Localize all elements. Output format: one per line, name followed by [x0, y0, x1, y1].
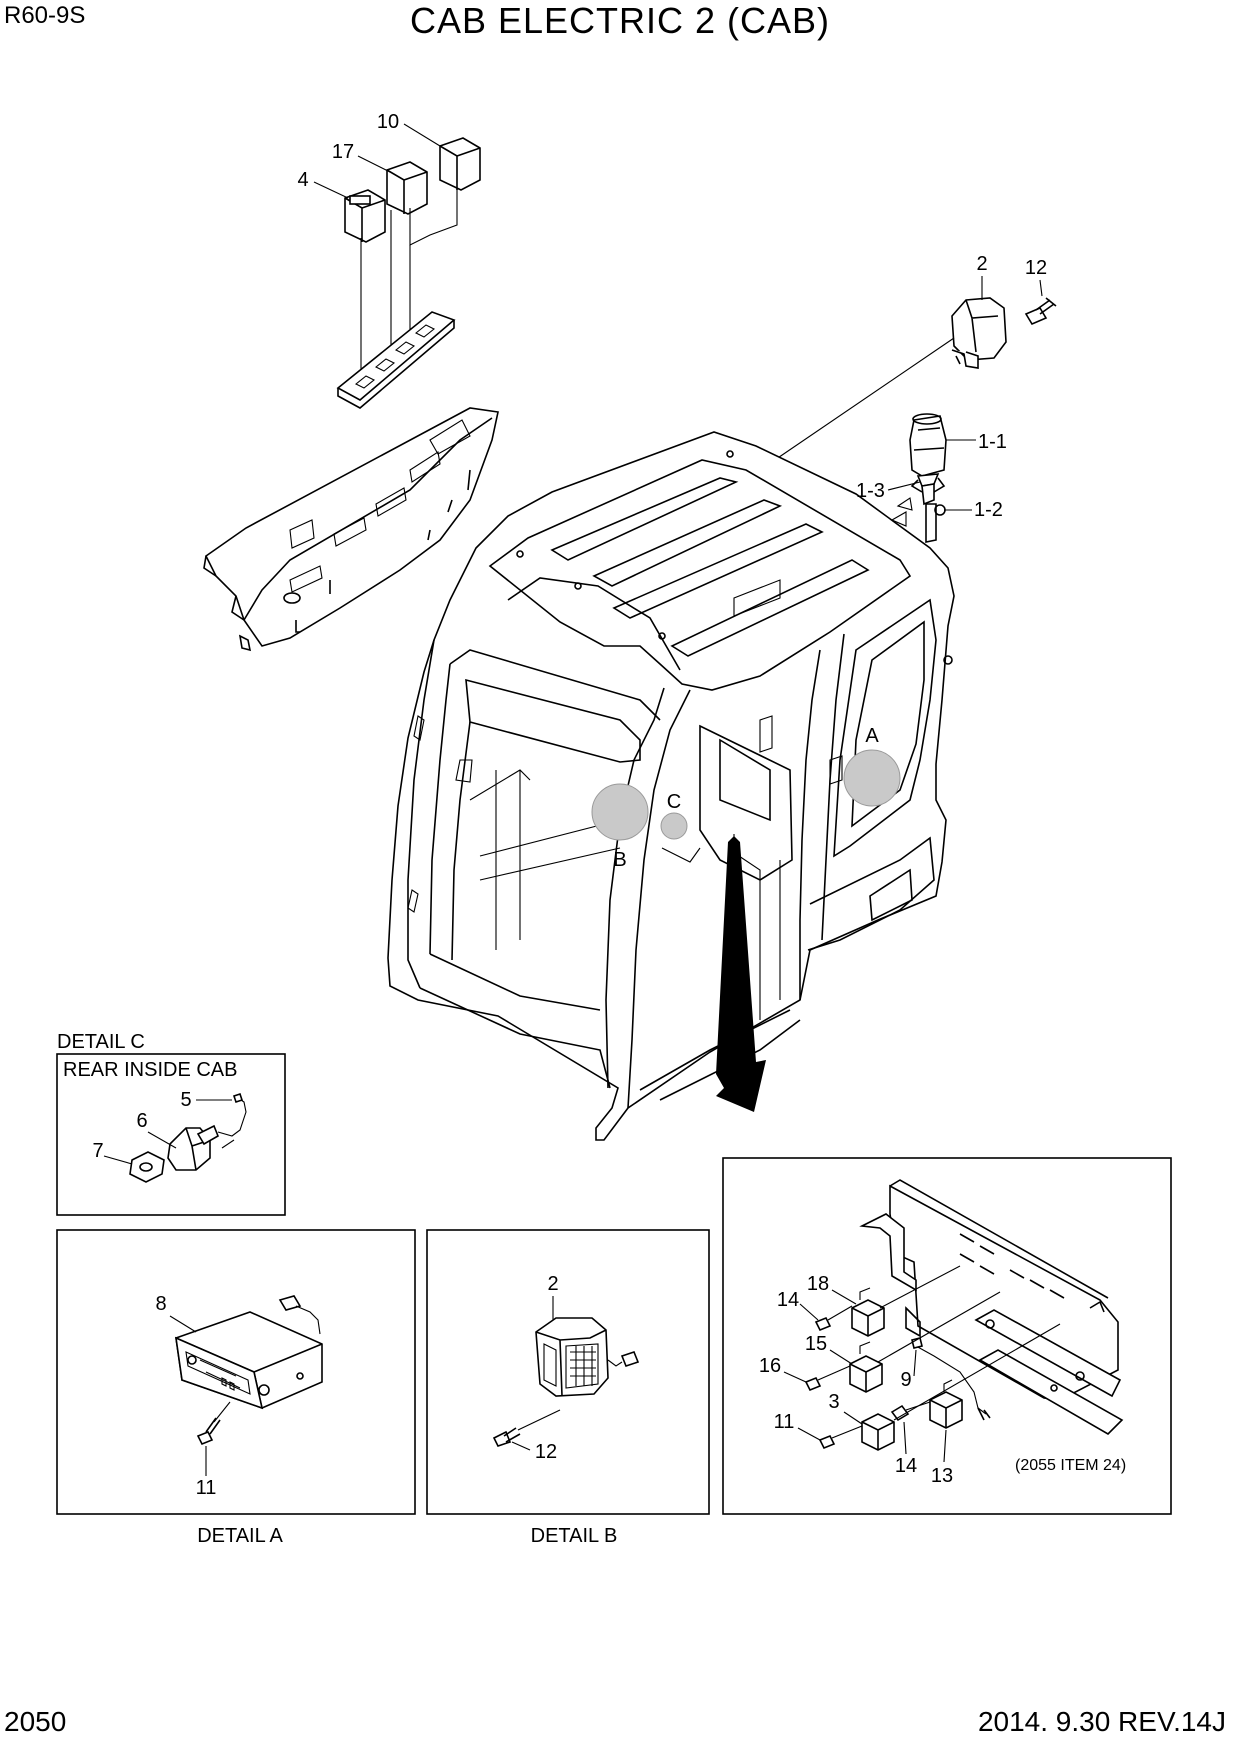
- callout-detail-c: C: [667, 791, 681, 813]
- detail-a-box: [56, 1229, 416, 1515]
- callout-14-a: 14: [777, 1289, 799, 1311]
- callout-12-b: 12: [535, 1441, 557, 1463]
- detail-a-label: DETAIL A: [197, 1525, 283, 1547]
- callout-18: 18: [807, 1273, 829, 1295]
- beacon-lamp: [890, 413, 947, 543]
- callout-11-c: 11: [774, 1411, 795, 1433]
- callout-12-top: 12: [1025, 257, 1047, 279]
- model-code: R60-9S: [4, 2, 86, 29]
- detail-b-label: DETAIL B: [531, 1525, 618, 1547]
- callout-detail-a: A: [865, 725, 879, 747]
- callout-3: 3: [828, 1391, 839, 1413]
- callout-17: 17: [332, 141, 354, 163]
- callout-9: 9: [900, 1369, 911, 1391]
- callout-10: 10: [377, 111, 399, 133]
- detail-c-box: [56, 1053, 286, 1216]
- detail-c-parts: [129, 1092, 247, 1183]
- callout-2-top: 2: [976, 253, 987, 275]
- screw-11-a: [196, 1401, 231, 1446]
- switch-bezel-plate: [336, 311, 456, 409]
- page-title: CAB ELECTRIC 2 (CAB): [409, 0, 831, 41]
- callout-2-b: 2: [547, 1273, 558, 1295]
- callout-6: 6: [136, 1110, 147, 1132]
- callout-16: 16: [759, 1355, 781, 1377]
- switch-group: [203, 137, 499, 652]
- callout-15: 15: [805, 1333, 827, 1355]
- callout-detail-b: B: [613, 849, 626, 871]
- screws-right: [804, 1265, 1061, 1450]
- callout-13: 13: [931, 1465, 953, 1487]
- page-number: 2050: [4, 1706, 67, 1737]
- console-panel: [203, 407, 499, 652]
- bolt-12-b: [492, 1409, 561, 1447]
- detail-c-subtitle: REAR INSIDE CAB: [63, 1059, 237, 1081]
- radio-unit: [175, 1295, 323, 1410]
- callout-8: 8: [155, 1293, 166, 1315]
- callout-7: 7: [92, 1140, 103, 1162]
- reference-note: (2055 ITEM 24): [1015, 1457, 1126, 1474]
- revision-date: 2014. 9.30 REV.14J: [977, 1706, 1226, 1737]
- callout-1-2: 1-2: [974, 499, 1003, 521]
- relay-box: [722, 1157, 1172, 1515]
- callouts: 10 17 4 2 12 1-1 1-3 1-2 A B C 5 6 7 8 1…: [92, 111, 1047, 1499]
- work-lamp-top: [951, 297, 1007, 369]
- switch-part-10: [439, 137, 481, 191]
- detail-c-title: DETAIL C: [57, 1031, 145, 1053]
- bolt-12-top: [1024, 297, 1057, 326]
- callout-11-a: 11: [196, 1477, 217, 1499]
- callout-14-b: 14: [895, 1455, 917, 1477]
- callout-4: 4: [297, 169, 308, 191]
- work-lamp-detail: [535, 1317, 640, 1397]
- callout-1-3: 1-3: [856, 480, 885, 502]
- switch-part-4: [344, 189, 386, 243]
- cab-frame: [387, 431, 955, 1141]
- switch-part-17: [386, 161, 428, 215]
- detail-b-box: [426, 1229, 710, 1515]
- relays: [849, 1287, 991, 1451]
- callout-5: 5: [180, 1089, 191, 1111]
- callout-1-1: 1-1: [978, 431, 1007, 453]
- relay-bracket: [859, 1179, 1124, 1436]
